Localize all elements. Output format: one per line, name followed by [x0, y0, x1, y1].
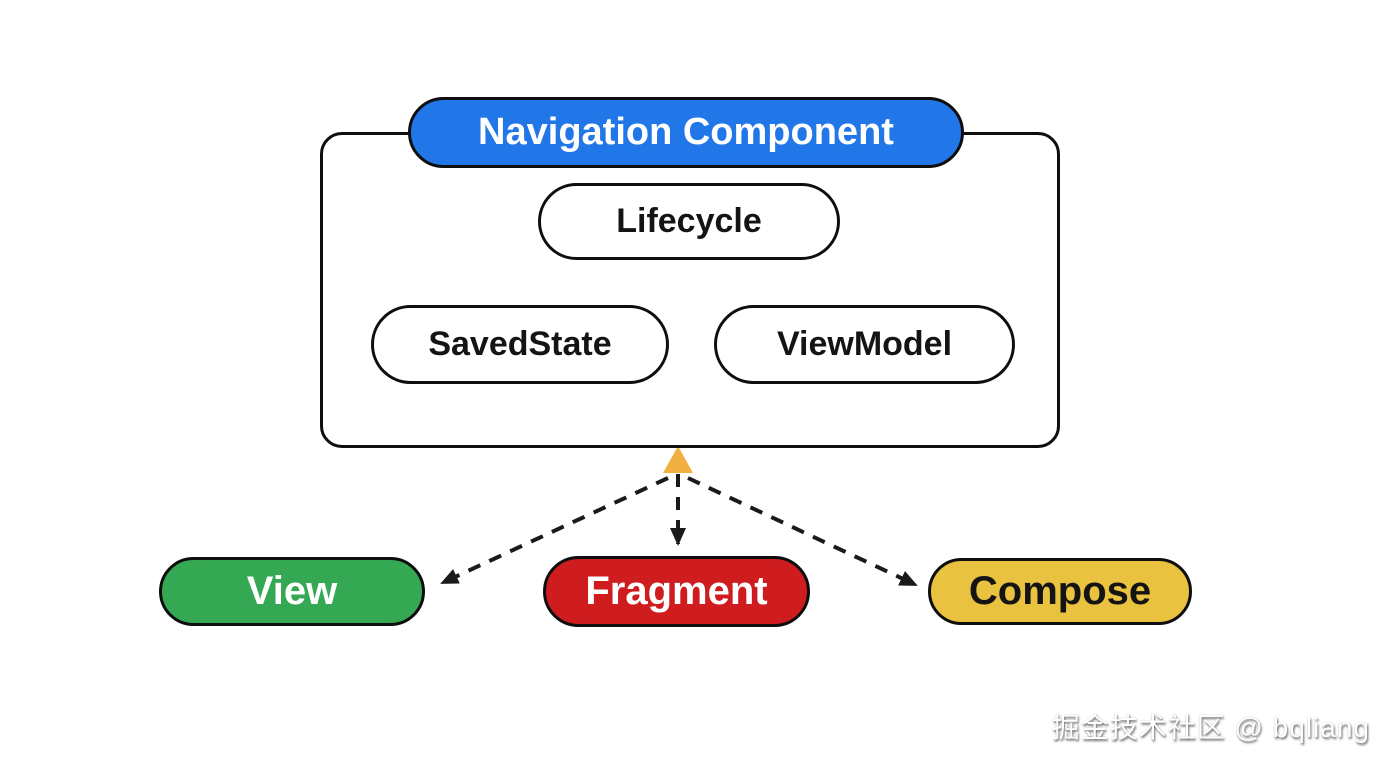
savedstate-pill: SavedState — [371, 305, 669, 384]
navigation-component-pill: Navigation Component — [408, 97, 964, 168]
lifecycle-label: Lifecycle — [616, 202, 762, 240]
fragment-pill: Fragment — [543, 556, 810, 627]
compose-label: Compose — [968, 569, 1152, 613]
view-label: View — [246, 569, 338, 613]
savedstate-label: SavedState — [428, 325, 612, 363]
up-arrow-icon — [663, 446, 693, 473]
lifecycle-pill: Lifecycle — [538, 183, 840, 260]
jetpack-container-box — [320, 132, 1060, 448]
navigation-component-label: Navigation Component — [478, 111, 894, 153]
watermark: 掘金技术社区 @ bqliang — [1051, 712, 1370, 743]
viewmodel-label: ViewModel — [776, 325, 953, 363]
compose-pill: Compose — [928, 558, 1192, 625]
viewmodel-pill: ViewModel — [714, 305, 1015, 384]
fragment-label: Fragment — [585, 569, 768, 613]
view-pill: View — [159, 557, 425, 626]
